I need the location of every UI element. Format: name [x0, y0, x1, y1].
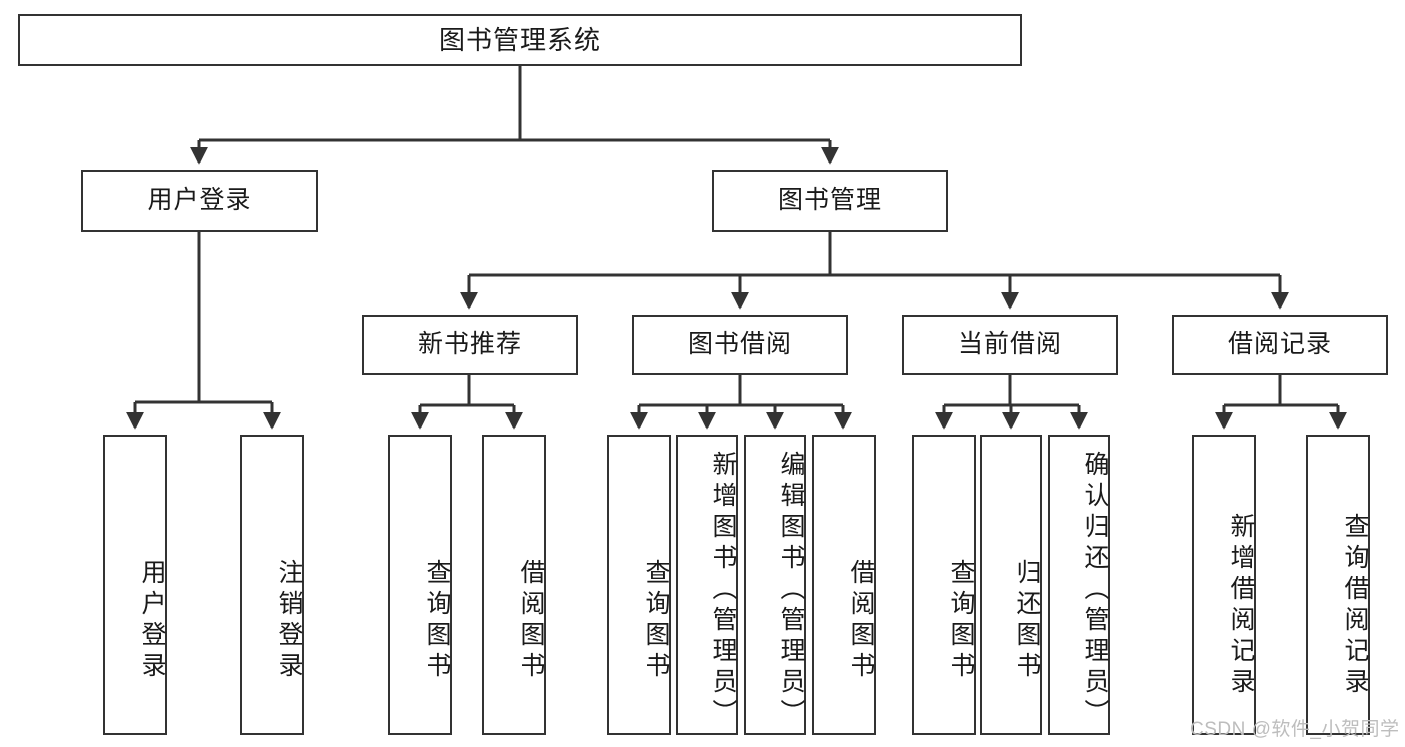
- leaf-book-borrow-add-book-admin[interactable]: 新增图书（管理员）: [676, 435, 738, 735]
- node-book-management[interactable]: 图书管理: [712, 170, 948, 232]
- leaf-book-borrow-borrow-book[interactable]: 借阅图书: [812, 435, 876, 735]
- node-label: 图书借阅: [687, 330, 792, 359]
- node-root-book-management-system[interactable]: 图书管理系统: [18, 14, 1022, 66]
- node-borrow-record[interactable]: 借阅记录: [1172, 315, 1388, 375]
- leaf-current-borrow-query-book[interactable]: 查询图书: [912, 435, 976, 735]
- node-label: 编辑图书（管理员）: [777, 450, 805, 730]
- node-label: 借阅图书: [847, 559, 875, 683]
- node-label: 借阅记录: [1227, 330, 1332, 359]
- node-label: 新增借阅记录: [1227, 513, 1255, 699]
- leaf-current-borrow-confirm-return-admin[interactable]: 确认归还（管理员）: [1048, 435, 1110, 735]
- leaf-new-book-query-book[interactable]: 查询图书: [388, 435, 452, 735]
- node-label: 查询借阅记录: [1341, 513, 1369, 699]
- node-user-login[interactable]: 用户登录: [81, 170, 318, 232]
- node-current-borrow[interactable]: 当前借阅: [902, 315, 1118, 375]
- leaf-book-borrow-edit-book-admin[interactable]: 编辑图书（管理员）: [744, 435, 806, 735]
- node-label: 注销登录: [275, 559, 303, 683]
- node-label: 用户登录: [138, 559, 166, 683]
- node-label: 用户登录: [147, 186, 252, 215]
- leaf-new-book-borrow-book[interactable]: 借阅图书: [482, 435, 546, 735]
- node-label: 当前借阅: [957, 330, 1062, 359]
- node-label: 查询图书: [642, 559, 670, 683]
- leaf-book-borrow-query-book[interactable]: 查询图书: [607, 435, 671, 735]
- node-label: 图书管理: [777, 186, 882, 215]
- node-label: 新书推荐: [417, 330, 522, 359]
- node-label: 查询图书: [423, 559, 451, 683]
- leaf-user-login-login[interactable]: 用户登录: [103, 435, 167, 735]
- leaf-current-borrow-return-book[interactable]: 归还图书: [980, 435, 1042, 735]
- leaf-user-login-logout[interactable]: 注销登录: [240, 435, 304, 735]
- node-new-book-recommend[interactable]: 新书推荐: [362, 315, 578, 375]
- csdn-watermark: CSDN @软件_小贺同学: [1190, 719, 1400, 740]
- node-label: 新增图书（管理员）: [709, 450, 737, 730]
- node-label: 查询图书: [947, 559, 975, 683]
- node-label: 借阅图书: [517, 559, 545, 683]
- node-label: 归还图书: [1013, 559, 1041, 683]
- leaf-borrow-record-query-record[interactable]: 查询借阅记录: [1306, 435, 1370, 735]
- node-label: 确认归还（管理员）: [1081, 450, 1109, 730]
- node-label: 图书管理系统: [438, 24, 601, 55]
- node-book-borrow[interactable]: 图书借阅: [632, 315, 848, 375]
- leaf-borrow-record-add-record[interactable]: 新增借阅记录: [1192, 435, 1256, 735]
